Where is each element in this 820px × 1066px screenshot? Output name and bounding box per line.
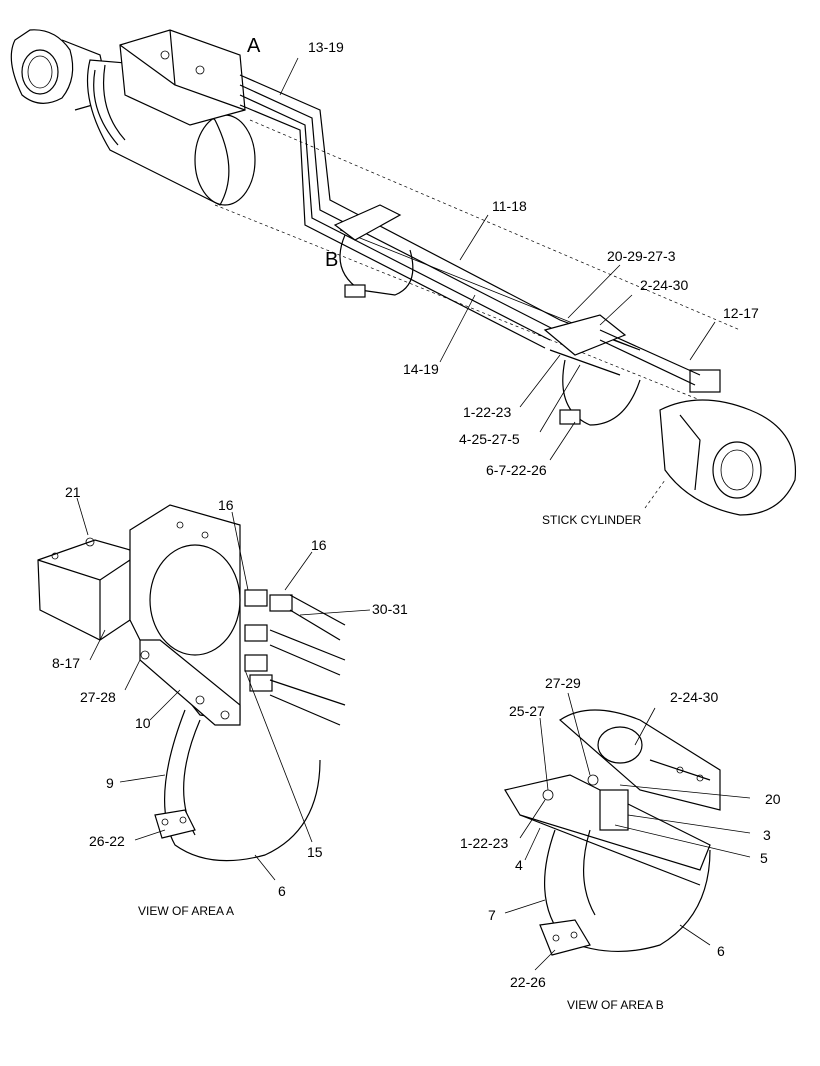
callout-14-19: 14-19: [403, 361, 439, 377]
callout-5: 5: [760, 850, 768, 866]
leader-lines-main: [279, 57, 716, 509]
view-area-b-drawing: [504, 709, 721, 956]
callout-27-28: 27-28: [80, 689, 116, 705]
callout-26-22: 26-22: [89, 833, 125, 849]
callout-2-24-30: 2-24-30: [640, 277, 689, 293]
view-area-b-caption: VIEW OF AREA B: [567, 998, 664, 1012]
callout-6-area-b: 6: [717, 943, 725, 959]
callout-15: 15: [307, 844, 323, 860]
callout-30-31: 30-31: [372, 601, 408, 617]
callout-22-26: 22-26: [510, 974, 546, 990]
callout-2-24-30-area-b: 2-24-30: [670, 689, 719, 705]
callout-6-area-a: 6: [278, 883, 286, 899]
view-area-a-drawing: [37, 504, 346, 862]
callout-21: 21: [65, 484, 81, 500]
callout-12-17: 12-17: [723, 305, 759, 321]
callout-1-22-23: 1-22-23: [463, 404, 512, 420]
callout-16-left: 16: [218, 497, 234, 513]
callout-11-18: 11-18: [492, 198, 527, 214]
callout-9: 9: [106, 775, 114, 791]
callout-27-29: 27-29: [545, 675, 581, 691]
leader-lines-area-b: [504, 692, 751, 971]
view-area-a-caption: VIEW OF AREA A: [138, 904, 235, 918]
callout-7: 7: [488, 907, 496, 923]
area-b-marker: B: [325, 249, 339, 271]
callout-20-29-27-3: 20-29-27-3: [607, 248, 676, 264]
stick-cylinder-drawing: [10, 29, 797, 516]
callout-10: 10: [135, 715, 151, 731]
callout-4: 4: [515, 857, 523, 873]
callout-1-22-23-area-b: 1-22-23: [460, 835, 509, 851]
callout-16-right: 16: [311, 537, 327, 553]
leader-lines-area-a: [76, 497, 371, 881]
callout-8-17: 8-17: [52, 655, 81, 671]
area-a-marker: A: [247, 35, 261, 57]
callout-3: 3: [763, 827, 771, 843]
callout-6-7-22-26: 6-7-22-26: [486, 462, 547, 478]
callout-13-19: 13-19: [308, 39, 344, 55]
callout-20: 20: [765, 791, 781, 807]
callout-25-27: 25-27: [509, 703, 545, 719]
stick-cylinder-caption: STICK CYLINDER: [542, 513, 642, 527]
callout-4-25-27-5: 4-25-27-5: [459, 431, 520, 447]
